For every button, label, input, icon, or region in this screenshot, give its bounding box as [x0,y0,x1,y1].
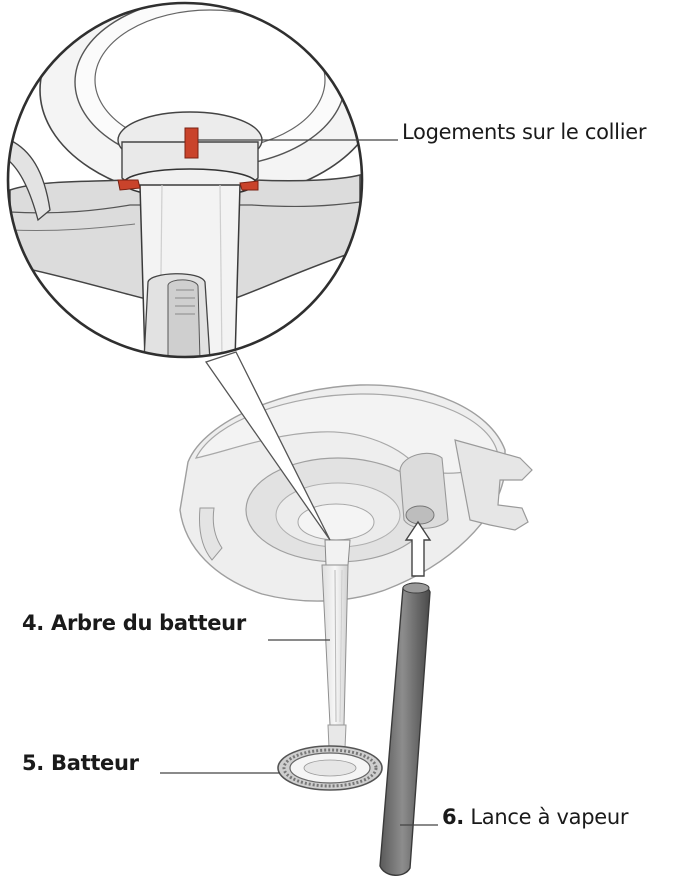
slot-right-highlight [239,180,259,191]
label-logements-collier: Logements sur le collier [402,120,647,144]
zoom-connector [204,351,331,541]
label-lance-number: 6. [442,805,464,829]
lid-assembly [179,384,533,602]
label-lance-text: Lance à vapeur [464,805,629,829]
steam-wand [379,582,431,876]
whisk-ring [277,745,383,791]
slot-top-highlight [184,127,199,159]
zoom-detail [6,1,364,359]
label-lance-vapeur: 6. Lance à vapeur [442,805,629,829]
label-batteur: 5. Batteur [22,751,139,775]
zoom-circle-outline [6,1,364,359]
beater-shaft [321,539,351,749]
slot-left-highlight [117,179,141,191]
label-arbre-batteur: 4. Arbre du batteur [22,611,246,635]
